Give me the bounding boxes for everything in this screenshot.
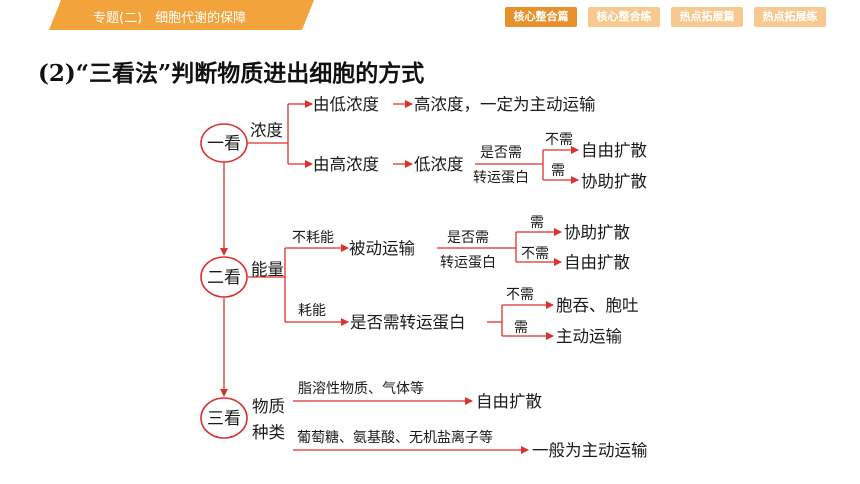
look-circles	[200, 123, 248, 439]
look3-glucose: 葡萄糖、氨基酸、无机盐离子等	[297, 429, 493, 446]
page-heading: (2)“三看法”判断物质进出细胞的方式	[38, 60, 425, 87]
look3-circle-label: 三看	[207, 409, 241, 429]
look2-facilitated-diffusion: 协助扩散	[564, 223, 630, 242]
look1-need: 需	[551, 163, 565, 179]
look3-active-general: 一般为主动运输	[532, 441, 648, 460]
look2-no-need2: 不需	[506, 287, 534, 303]
connector-lines	[220, 100, 579, 454]
tab-core-integration[interactable]: 核心整合篇	[505, 7, 577, 27]
look2-free-diffusion: 自由扩散	[564, 253, 630, 272]
look1-high-conc: 高浓度，一定为主动运输	[414, 95, 596, 114]
look1-low-conc: 低浓度	[414, 155, 464, 174]
topbar-band	[40, 0, 324, 30]
tab-hot-extension[interactable]: 热点拓展篇	[671, 7, 743, 27]
look2-need-carrier-q: 是否需转运蛋白	[350, 313, 466, 332]
look3-factor-top: 物质	[252, 397, 285, 416]
look3-free-diffusion: 自由扩散	[476, 392, 542, 411]
look2-factor: 能量	[251, 260, 284, 279]
look1-high-to-low: 由高浓度	[313, 155, 379, 174]
look2-carrier-top: 是否需	[447, 230, 489, 246]
look1-carrier-bottom: 转运蛋白	[473, 170, 529, 186]
look2-circle-label: 二看	[207, 268, 241, 288]
look1-circle	[200, 123, 248, 163]
look2-passive: 被动运输	[349, 239, 416, 258]
look1-carrier-top: 是否需	[480, 145, 522, 161]
tab-hot-practice[interactable]: 热点拓展练	[754, 7, 826, 27]
look1-circle-label: 一看	[207, 134, 241, 154]
look2-endo-exo: 胞吞、胞吐	[556, 296, 639, 315]
look2-need2: 需	[514, 320, 528, 336]
look2-carrier-bottom: 转运蛋白	[440, 255, 496, 271]
top-bar: 专题(二) 细胞代谢的保障 核心整合篇 核心整合练 热点拓展篇 热点拓展练	[0, 0, 860, 34]
look3-circle	[200, 397, 248, 439]
look2-circle	[200, 256, 248, 298]
look3-lipid: 脂溶性物质、气体等	[298, 380, 424, 397]
look1-low-to-high: 由低浓度	[313, 95, 379, 114]
look2-energy: 耗能	[298, 303, 326, 319]
look2-no-need: 不需	[521, 246, 549, 262]
look1-free-diffusion: 自由扩散	[581, 141, 647, 160]
look2-need: 需	[530, 215, 544, 231]
look3-factor-bottom: 种类	[252, 423, 285, 442]
look1-facilitated-diffusion: 协助扩散	[581, 172, 647, 191]
look1-no-need: 不需	[545, 132, 573, 148]
look2-no-energy: 不耗能	[292, 230, 334, 246]
tab-core-practice[interactable]: 核心整合练	[588, 7, 660, 27]
topic-title: 专题(二) 细胞代谢的保障	[93, 11, 247, 26]
look2-active: 主动运输	[556, 327, 623, 346]
look1-factor: 浓度	[250, 121, 283, 140]
